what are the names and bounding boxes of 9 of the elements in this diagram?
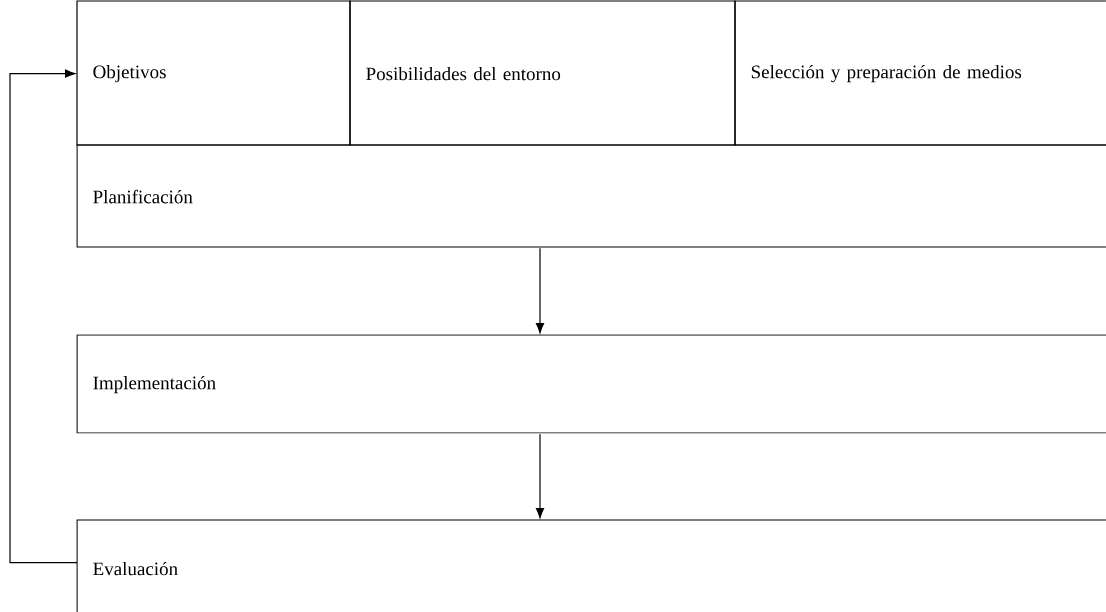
arrow	[535, 247, 545, 334]
process-box: Implementación	[76, 334, 1106, 434]
process-box: Selección y preparación de medios	[734, 0, 1106, 146]
arrow	[535, 433, 545, 519]
process-box: Objetivos	[76, 0, 351, 146]
process-box: Evaluación	[76, 519, 1106, 612]
arrow	[9, 69, 78, 564]
process-box: Planificación	[76, 144, 1106, 248]
process-box: Posibilidades del entorno	[349, 0, 736, 146]
